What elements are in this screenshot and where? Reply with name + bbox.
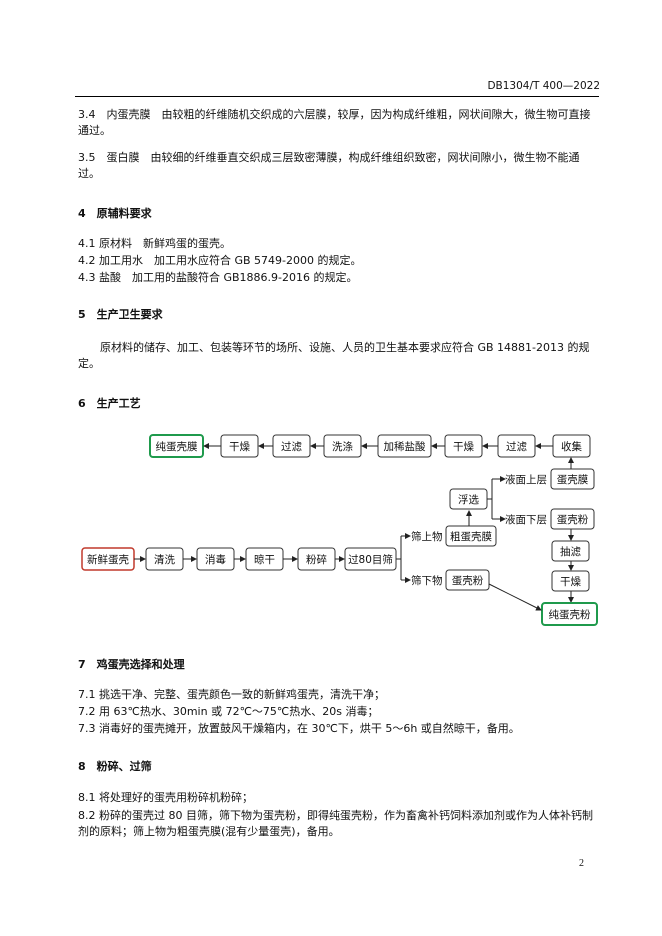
sieve-top-label: 筛上物 (411, 530, 443, 543)
flow-pure-powder-label: 纯蛋壳粉 (549, 608, 591, 621)
flow-crude-membrane-label: 粗蛋壳膜 (450, 530, 492, 543)
flow-top-filter-1-label: 过滤 (281, 440, 302, 453)
section-5-heading: 5 生产卫生要求 (78, 308, 163, 321)
liquid-top-label: 液面上层 (505, 473, 547, 486)
liquid-bottom-label: 液面下层 (505, 513, 547, 526)
section-6-heading: 6 生产工艺 (78, 397, 141, 410)
flow-float-select-label: 浮选 (458, 493, 479, 506)
flow-top-collect-label: 收集 (561, 440, 582, 453)
clause-3-5: 3.5 蛋白膜 由较细的纤维垂直交织成三层致密薄膜，构成纤维组织致密，网状间隙小… (78, 151, 580, 180)
clause-4-3: 4.3 盐酸 加工用的盐酸符合 GB1886.9-2016 的规定。 (78, 271, 358, 284)
clause-8-2: 8.2 粉碎的蛋壳过 80 目筛，筛下物为蛋壳粉，即得纯蛋壳粉，作为畜禽补钙饲料… (78, 809, 593, 838)
clause-3-4: 3.4 内蛋壳膜 由较粗的纤维随机交织成的六层膜，较厚，因为构成纤维粗，网状间隙… (78, 108, 591, 137)
page-number: 2 (579, 858, 584, 869)
flow-sieve-powder-label: 蛋壳粉 (452, 574, 484, 587)
clause-7-3: 7.3 消毒好的蛋壳摊开，放置鼓风干燥箱内，在 30℃下，烘干 5～6h 或自然… (78, 722, 520, 735)
flow-sieve-powder (445, 569, 490, 591)
clause-4-1: 4.1 原材料 新鲜鸡蛋的蛋壳。 (78, 237, 231, 250)
flow-top-pure-membrane-label: 纯蛋壳膜 (156, 440, 198, 453)
section-5-paragraph: 原材料的储存、加工、包装等环节的场所、设施、人员的卫生基本要求应符合 GB 14… (78, 341, 590, 370)
flow-pure-powder (541, 602, 598, 626)
flow-crush-label: 粉碎 (306, 553, 327, 566)
flow-top-dry-2-label: 干燥 (453, 441, 474, 453)
flow-disinfect-label: 消毒 (205, 553, 226, 566)
flow-top-add-acid-label: 加稀盐酸 (384, 440, 426, 453)
arrow-sieve-powder-to-pure (488, 583, 542, 611)
flow-membrane (550, 468, 595, 490)
flow-top-dry-1-label: 干燥 (229, 441, 250, 453)
section-4-heading: 4 原辅料要求 (78, 207, 152, 220)
flow-membrane-label: 蛋壳膜 (557, 473, 589, 486)
section-8-heading: 8 粉碎、过筛 (78, 760, 152, 773)
flow-powder-label: 蛋壳粉 (557, 513, 589, 526)
flow-powder (550, 508, 595, 530)
flow-air-dry-label: 晾干 (254, 553, 275, 566)
flow-fresh-shell-label: 新鲜蛋壳 (87, 553, 129, 566)
flow-sieve-label: 过80目筛 (348, 553, 393, 566)
document-id: DB1304/T 400—2022 (487, 80, 600, 92)
clause-7-2: 7.2 用 63℃热水、30min 或 72℃～75℃热水、20s 消毒； (78, 705, 379, 718)
flow-crude-membrane (445, 525, 497, 547)
header-rule (75, 96, 599, 97)
clause-7-1: 7.1 挑选干净、完整、蛋壳颜色一致的新鲜鸡蛋壳，清洗干净； (78, 688, 385, 701)
clause-8-1: 8.1 将处理好的蛋壳用粉碎机粉碎； (78, 791, 253, 804)
section-7-heading: 7 鸡蛋壳选择和处理 (78, 658, 185, 671)
flow-dry-3-label: 干燥 (560, 576, 581, 588)
flow-top-filter-2-label: 过滤 (506, 440, 527, 453)
flow-clean-label: 清洗 (154, 553, 175, 566)
flow-suction-filter-label: 抽滤 (560, 545, 581, 558)
sieve-bottom-label: 筛下物 (411, 574, 443, 587)
clause-4-2: 4.2 加工用水 加工用水应符合 GB 5749-2000 的规定。 (78, 254, 362, 267)
flow-top-wash-label: 洗涤 (332, 440, 353, 453)
